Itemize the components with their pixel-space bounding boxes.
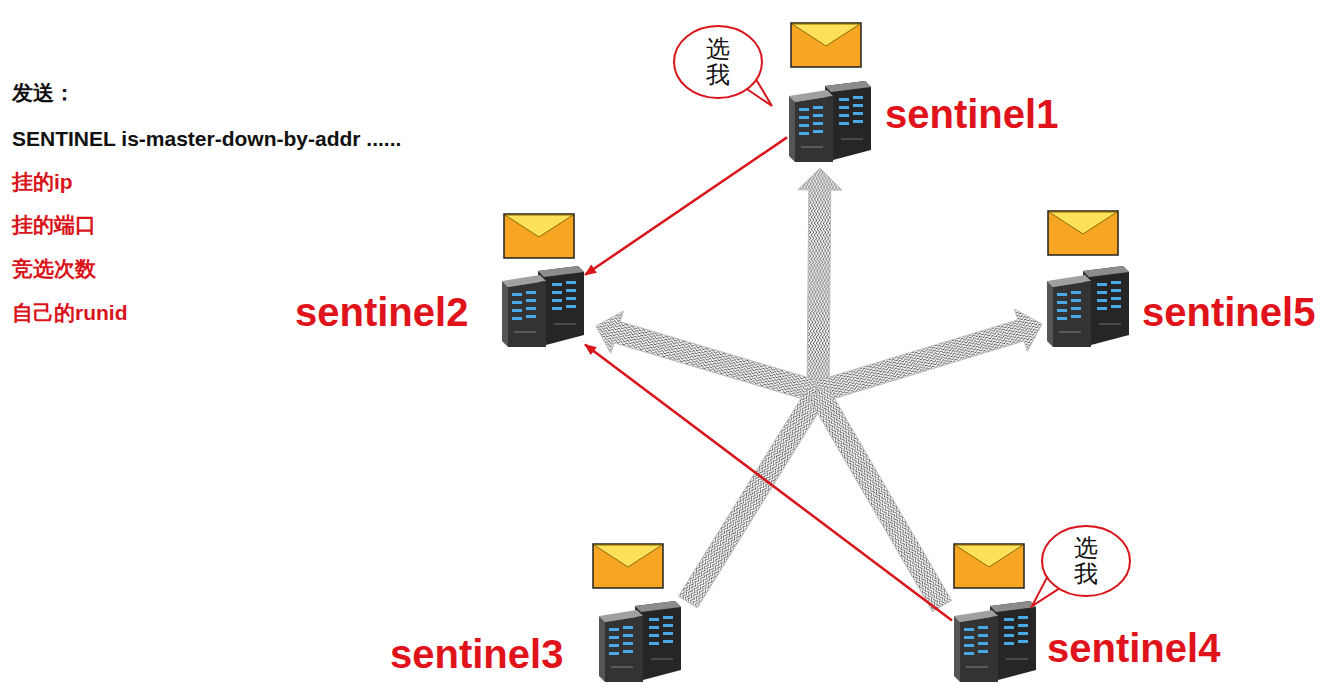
speech-bubble: 选我: [672, 24, 764, 100]
bubble-text: 选我: [1074, 535, 1098, 588]
envelope-icons: [504, 23, 1118, 588]
vote-request-arrow: [585, 345, 952, 621]
sentinel-server: sentinel1: [787, 80, 1058, 162]
sentinel-name: sentinel4: [1047, 628, 1220, 668]
broadcast-band: [679, 386, 828, 608]
sentinel-name: sentinel1: [885, 94, 1058, 134]
send-heading: 发送：: [12, 80, 75, 105]
sentinel-server: sentinel3: [390, 600, 682, 682]
bubble-text: 选我: [706, 36, 730, 89]
server-icons: [502, 81, 1129, 682]
sentinel-name: sentinel5: [1142, 292, 1315, 332]
speech-bubble: 选我: [1040, 524, 1132, 598]
parameter-label: 自己的runid: [12, 300, 128, 325]
sentinel-server: sentinel2: [295, 265, 585, 347]
command-text: SENTINEL is-master-down-by-addr ......: [12, 126, 401, 151]
sentinel-name: sentinel2: [295, 292, 468, 332]
sentinel-server: sentinel5: [1045, 265, 1315, 347]
sentinel-name: sentinel3: [390, 634, 563, 674]
vote-request-arrow: [585, 137, 787, 274]
parameter-label: 挂的端口: [12, 212, 96, 237]
broadcast-band: [596, 311, 821, 402]
parameter-label: 挂的ip: [12, 169, 73, 194]
broadcast-band: [815, 309, 1042, 402]
broadcast-band: [809, 387, 952, 612]
parameter-label: 竞选次数: [12, 256, 96, 281]
sentinel-server: sentinel4: [952, 600, 1220, 682]
broadcast-band: [798, 168, 842, 392]
